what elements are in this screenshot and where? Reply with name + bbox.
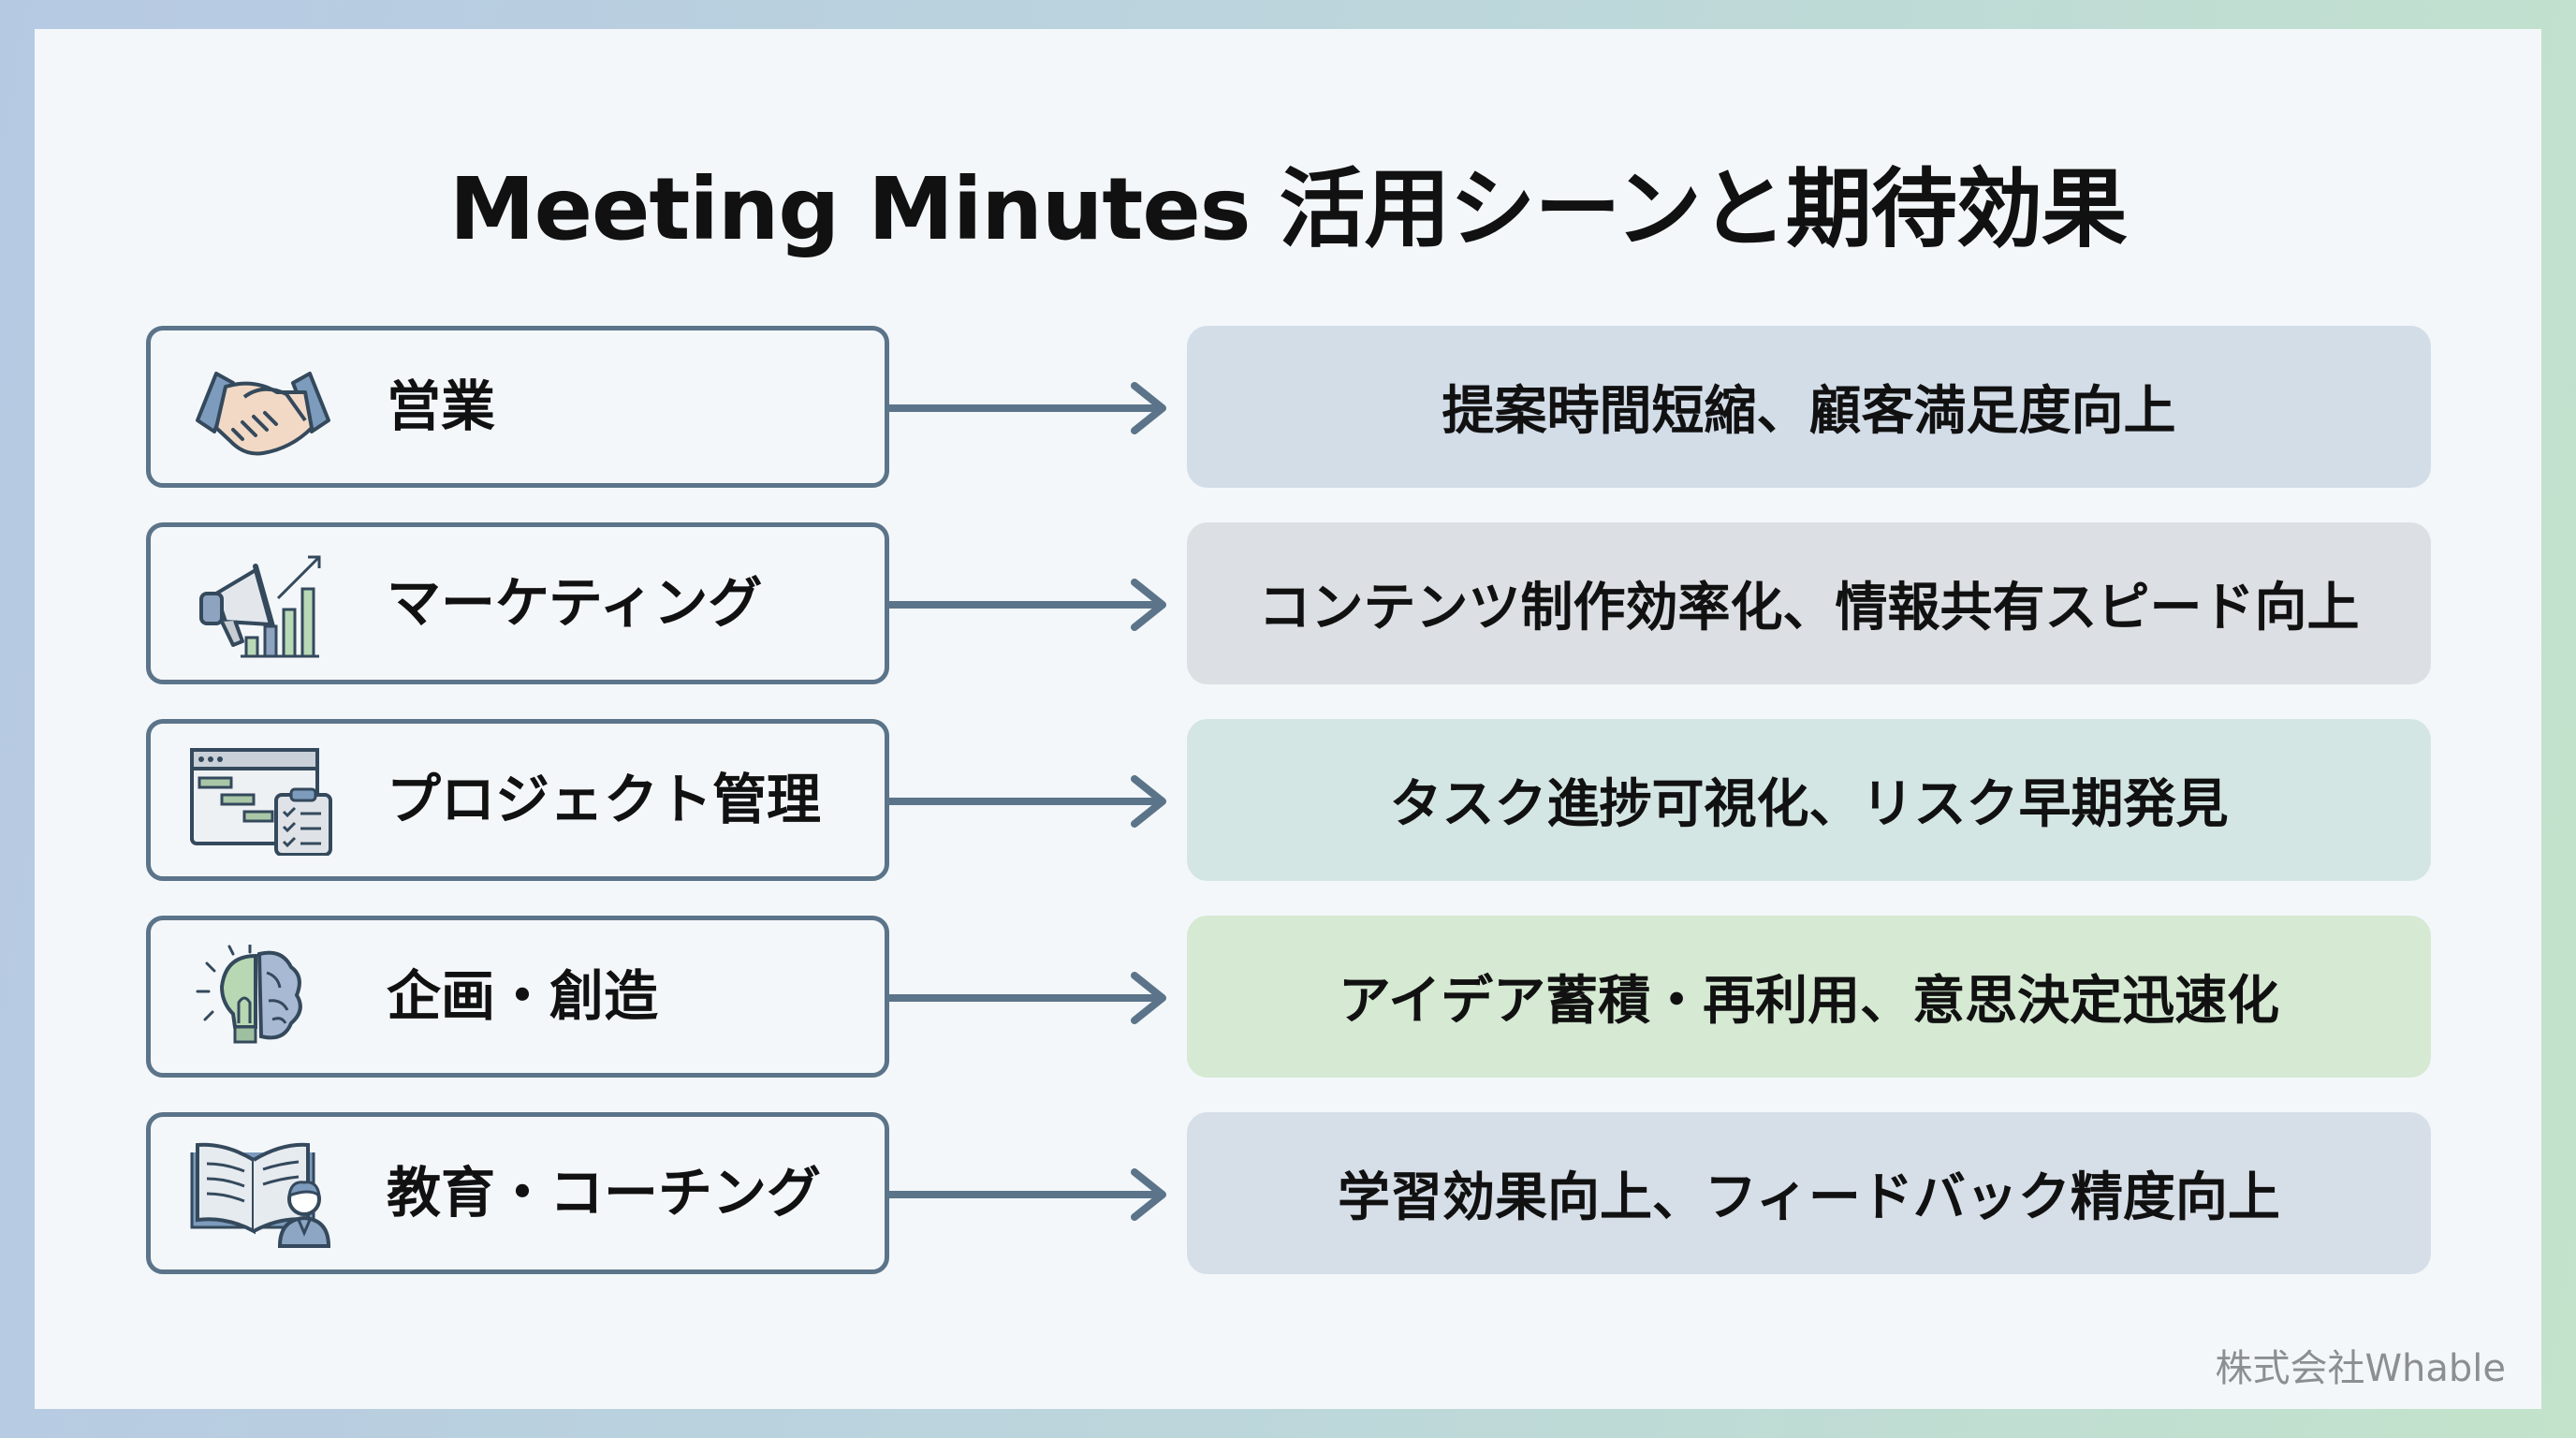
effect-label: 提案時間短縮、顧客満足度向上 (1442, 381, 2176, 442)
scene-label: 企画・創造 (387, 964, 659, 1028)
scene-label: 教育・コーチング (387, 1161, 822, 1225)
scene-row-project-management: プロジェクト管理 タスク進捗可視化、リスク早期発見 (35, 719, 2541, 881)
scene-row-education: 教育・コーチング 学習効果向上、フィードバック精度向上 (35, 1112, 2541, 1274)
arrow-right-icon (889, 1168, 1166, 1221)
effect-box: 学習効果向上、フィードバック精度向上 (1187, 1112, 2431, 1274)
scene-label: プロジェクト管理 (387, 768, 822, 831)
scene-box: 営業 (146, 326, 889, 488)
arrow-right-icon (889, 382, 1166, 434)
lightbulb-brain-icon (196, 945, 302, 1044)
effect-box: タスク進捗可視化、リスク早期発見 (1187, 719, 2431, 881)
effect-label: アイデア蓄積・再利用、意思決定迅速化 (1338, 971, 2280, 1032)
scene-label: マーケティング (387, 571, 763, 635)
megaphone-chart-icon (199, 555, 321, 658)
effect-label: 学習効果向上、フィードバック精度向上 (1338, 1167, 2280, 1228)
scene-box: プロジェクト管理 (146, 719, 889, 881)
book-teacher-icon (190, 1142, 331, 1248)
company-credit: 株式会社Whable (2215, 1347, 2506, 1390)
effect-box: アイデア蓄積・再利用、意思決定迅速化 (1187, 916, 2431, 1078)
scene-box: 企画・創造 (146, 916, 889, 1078)
arrow-right-icon (889, 775, 1166, 828)
scene-box: 教育・コーチング (146, 1112, 889, 1274)
effect-box: コンテンツ制作効率化、情報共有スピード向上 (1187, 522, 2431, 684)
effect-label: タスク進捗可視化、リスク早期発見 (1389, 774, 2229, 835)
scene-row-planning: 企画・創造 アイデア蓄積・再利用、意思決定迅速化 (35, 916, 2541, 1078)
handshake-icon (196, 372, 330, 456)
arrow-right-icon (889, 579, 1166, 631)
scene-row-marketing: マーケティング コンテンツ制作効率化、情報共有スピード向上 (35, 522, 2541, 684)
scene-box: マーケティング (146, 522, 889, 684)
effect-box: 提案時間短縮、顧客満足度向上 (1187, 326, 2431, 488)
slide-card: Meeting Minutes 活用シーンと期待効果 営業 提案時間短縮、顧客満… (35, 29, 2541, 1409)
gantt-checklist-icon (190, 748, 332, 856)
page-title: Meeting Minutes 活用シーンと期待効果 (449, 159, 2128, 259)
arrow-right-icon (889, 972, 1166, 1024)
effect-label: コンテンツ制作効率化、情報共有スピード向上 (1258, 578, 2360, 638)
scene-label: 営業 (387, 374, 496, 438)
scene-row-sales: 営業 提案時間短縮、顧客満足度向上 (35, 326, 2541, 488)
